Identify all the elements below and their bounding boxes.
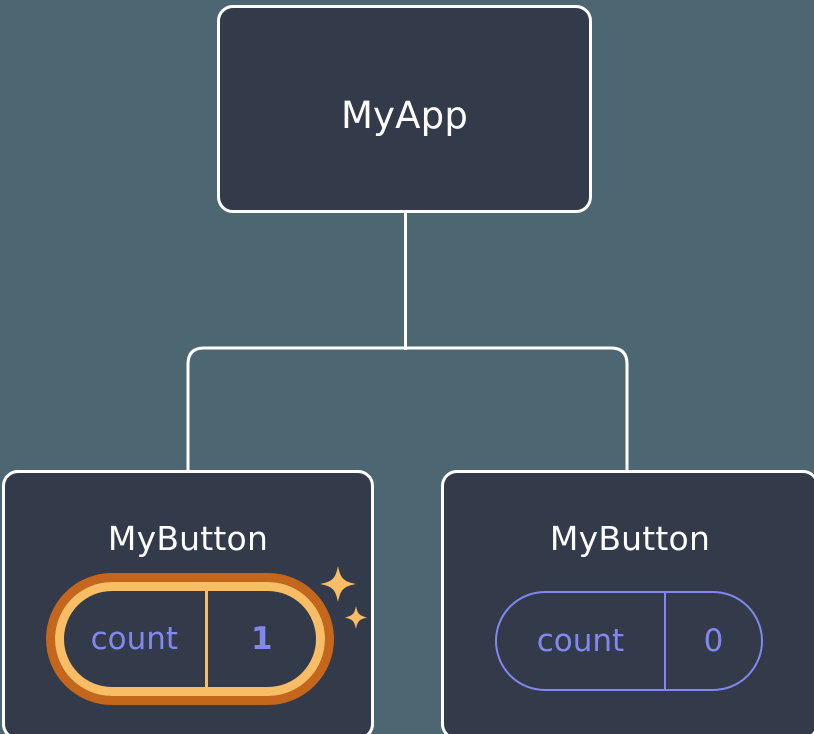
node-myapp[interactable]: MyApp [217, 5, 592, 213]
edge-branch-bar [186, 346, 629, 470]
state-pill-count-highlighted[interactable]: count 1 [46, 573, 334, 705]
state-value-label: 0 [703, 622, 724, 659]
state-value-label: 1 [251, 620, 273, 657]
node-mybutton-left-label: MyButton [107, 519, 269, 558]
state-key-label: count [64, 591, 208, 687]
state-pill-count-plain[interactable]: count 0 [495, 591, 763, 691]
node-mybutton-right-label: MyButton [549, 519, 711, 558]
state-key-label: count [497, 593, 666, 689]
node-myapp-label: MyApp [340, 94, 469, 137]
state-pill-inner-ring: count 1 [55, 582, 325, 696]
